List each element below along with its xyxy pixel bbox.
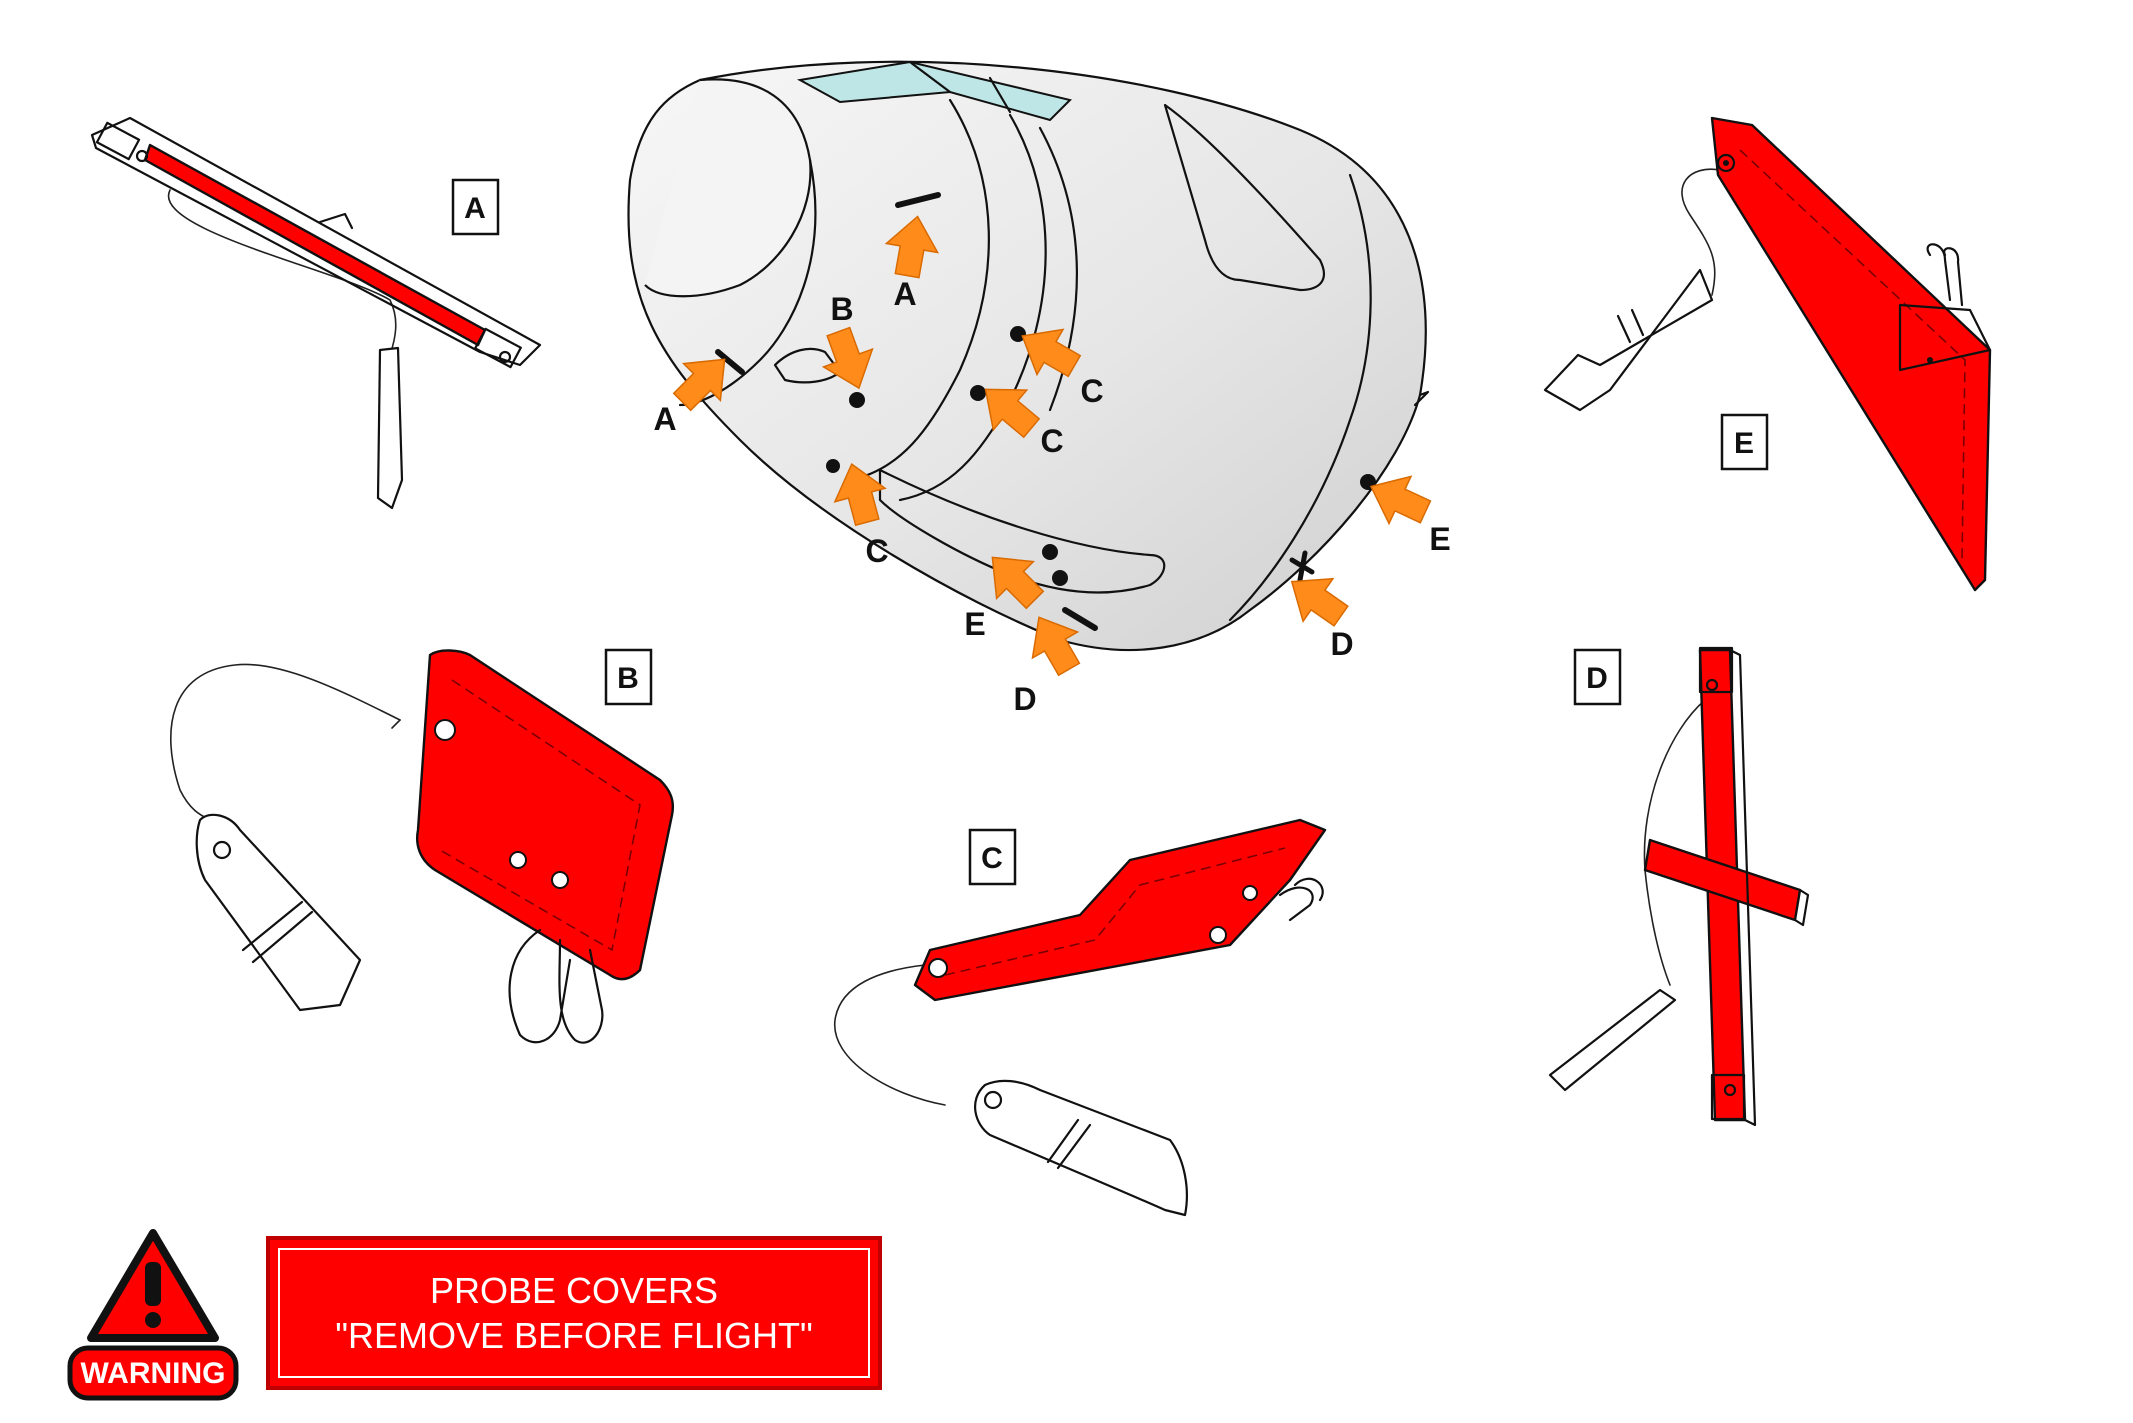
arrow-b [821, 326, 874, 390]
nose-label-d-bottom: D [1013, 681, 1036, 717]
warning-label: WARNING [81, 1357, 226, 1390]
cover-b-illustration [169, 649, 674, 1044]
arrow-c-mid [984, 388, 1041, 439]
nose-label-c-mid: C [1040, 423, 1063, 459]
arrow-a-top [884, 215, 940, 279]
callout-label-d: D [1586, 662, 1608, 695]
callout-label-a: A [464, 192, 486, 225]
nose-label-d-right: D [1330, 626, 1353, 662]
arrow-c-bottom [833, 462, 887, 527]
nose-label-a-top: A [893, 276, 916, 312]
callout-box-d [1573, 648, 1622, 706]
nose-label-e-right: E [1429, 521, 1450, 557]
banner-line-2: "REMOVE BEFORE FLIGHT" [335, 1315, 813, 1356]
nose-labels: A A B C C C E E D D [653, 276, 1450, 717]
arrow-e-bottom [991, 556, 1045, 610]
callout-box-a [451, 178, 500, 236]
cover-c-illustration [834, 818, 1327, 1217]
cover-d-illustration [1548, 646, 1810, 1127]
callout-box-e [1720, 413, 1769, 471]
probe-covers-banner: PROBE COVERS "REMOVE BEFORE FLIGHT" [266, 1236, 882, 1390]
banner-line-1: PROBE COVERS [430, 1270, 718, 1311]
callout-label-b: B [617, 662, 639, 695]
cover-a-illustration [90, 116, 542, 510]
nose-label-c-right-top: C [1080, 373, 1103, 409]
cover-e-illustration [1543, 116, 1992, 592]
arrow-c-right-top [1021, 328, 1082, 378]
arrow-a-left [672, 358, 726, 412]
location-arrows [672, 215, 1432, 677]
nose-label-c-bottom: C [865, 533, 888, 569]
nose-label-b: B [830, 291, 853, 327]
callout-label-c: C [981, 842, 1003, 875]
arrow-d-bottom [1031, 616, 1081, 677]
nose-label-e-bottom: E [964, 606, 985, 642]
callout-box-c [968, 828, 1017, 886]
arrow-d-right [1290, 577, 1349, 627]
arrow-e-right [1369, 475, 1432, 526]
callout-box-b [604, 648, 653, 706]
nose-label-a-left: A [653, 401, 676, 437]
callout-label-e: E [1734, 427, 1754, 460]
warning-triangle-icon: WARNING [67, 1229, 239, 1401]
